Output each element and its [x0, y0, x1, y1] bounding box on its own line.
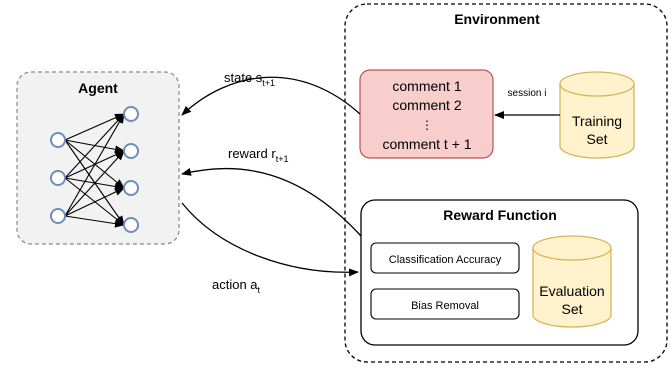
comment-line-last: comment t + 1: [382, 136, 471, 152]
classification-accuracy-box: [370, 242, 520, 274]
nn-edge: [64, 113, 125, 217]
nn-edge: [64, 187, 125, 217]
comment-ellipsis: ⋮: [421, 118, 433, 132]
training-set-label-2: Set: [586, 131, 607, 147]
bias-removal-label: Bias Removal: [411, 300, 479, 312]
reward-label: reward rt+1: [228, 146, 288, 164]
state-arrow: [181, 76, 361, 116]
evaluation-set-label-2: Set: [561, 301, 582, 317]
nn-node: [50, 132, 66, 148]
comment-line-1: comment 1: [392, 78, 461, 94]
neural-network: [64, 113, 125, 228]
reward-function-title: Reward Function: [443, 207, 557, 223]
state-label: state st+1: [224, 70, 275, 88]
nn-node: [123, 180, 139, 196]
nn-edge: [64, 113, 125, 179]
nn-node: [123, 106, 139, 122]
reward-arrow: [181, 167, 362, 237]
action-label: action at: [212, 277, 261, 295]
agent-title: Agent: [78, 80, 118, 96]
session-label: session i: [508, 88, 547, 99]
environment-title: Environment: [454, 11, 540, 27]
evaluation-set-cylinder: Evaluation Set: [532, 235, 612, 328]
nn-edge: [64, 150, 125, 217]
nn-edge: [64, 113, 125, 141]
bias-removal-box: [370, 288, 520, 320]
classification-accuracy-label: Classification Accuracy: [389, 254, 502, 266]
action-arrow: [181, 202, 359, 277]
training-set-cylinder: Training Set: [559, 71, 635, 159]
comment-line-2: comment 2: [392, 97, 461, 113]
nn-node: [123, 217, 139, 233]
nn-node: [50, 208, 66, 224]
nn-edge: [64, 215, 125, 228]
nn-node: [50, 170, 66, 186]
evaluation-set-label-1: Evaluation: [539, 283, 604, 299]
training-set-label-1: Training: [572, 113, 622, 129]
nn-node: [123, 143, 139, 159]
environment-container: [344, 3, 668, 363]
